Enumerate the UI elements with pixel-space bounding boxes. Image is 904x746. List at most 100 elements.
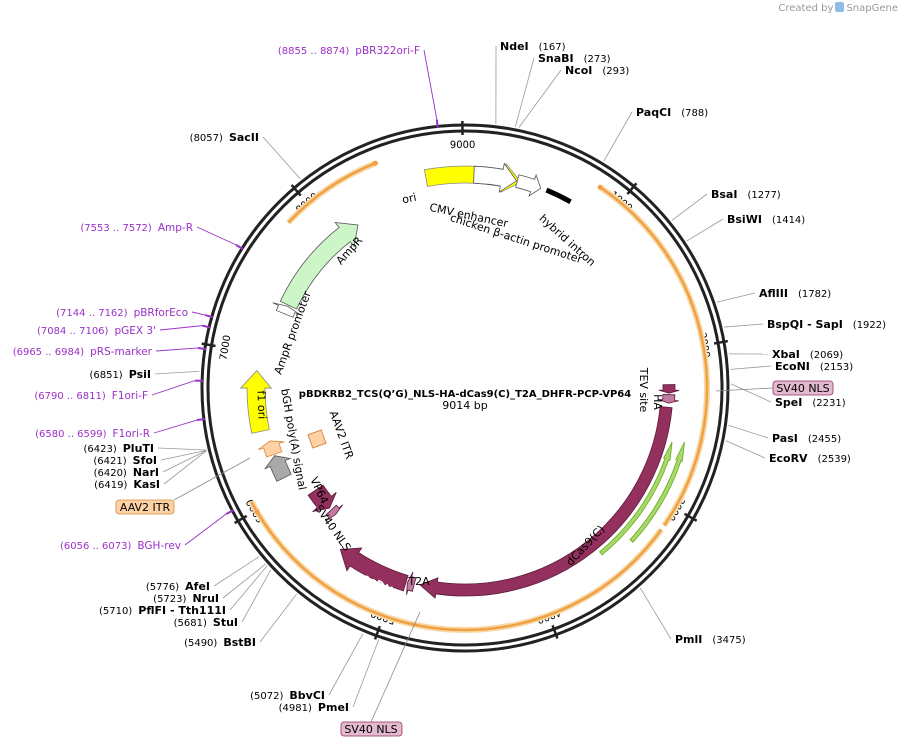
tick-mark [234, 514, 248, 525]
backbone-outer [200, 123, 730, 653]
green-arc-inner [599, 441, 673, 556]
enzyme-label: (5072)BbvCI [250, 689, 325, 702]
primer-site-mark [197, 346, 207, 351]
enzyme-label: (5776)AfeI [146, 580, 210, 593]
enzyme-label: NdeI(167) [500, 40, 566, 53]
primer-site-mark [202, 324, 211, 329]
enzyme-label: (4981)PmeI [279, 701, 349, 714]
primer-leader [155, 347, 199, 352]
enzyme-label: NcoI(293) [565, 64, 629, 77]
enzyme-leader [716, 292, 756, 303]
aav2-itr-leader [173, 457, 251, 501]
chicken-actin-arc [515, 173, 542, 197]
enzyme-leader [352, 639, 380, 708]
annotation-arc-halo [286, 160, 377, 225]
enzyme-leader [262, 136, 301, 180]
enzyme-label: (6851)PsiI [89, 368, 151, 381]
primer-label: (6790 .. 6811)F1ori-F [34, 390, 148, 402]
sv40-bottom-leader [370, 611, 421, 723]
enzyme-label: (6423)PluTI [83, 442, 154, 455]
ampr-promoter-arc [272, 302, 301, 318]
aav2-itr-box [115, 499, 175, 515]
brand-text: SnapGene [846, 3, 898, 14]
annotation-arc-end [372, 160, 378, 166]
aav2-itr-text: AAV2 ITR [120, 501, 171, 514]
primer-leader [423, 49, 438, 120]
enzyme-label: EcoNI(2153) [775, 360, 853, 373]
enzyme-leader [514, 57, 535, 127]
annotation-arc [599, 186, 709, 527]
primer-leader [159, 325, 203, 331]
enzyme-label: BspQI - SapI(1922) [767, 318, 886, 331]
f1-ori-label: f1 ori [255, 390, 269, 419]
enzyme-leader [157, 447, 207, 451]
enzyme-label: EcoRV(2539) [769, 452, 851, 465]
aav2-itr-inner-label: AAV2 ITR [327, 409, 357, 461]
enzyme-leader [213, 556, 260, 587]
enzyme-leader [671, 193, 708, 221]
created-by-text: Created by [778, 3, 834, 14]
enzyme-label: AflIII(1782) [759, 287, 831, 300]
enzyme-label: (8057)SacII [190, 131, 259, 144]
bgh-box [258, 440, 285, 458]
tick-mark [290, 184, 302, 197]
tev-site-box [658, 384, 680, 394]
primer-site-mark [435, 119, 439, 128]
vp64-label: VP64 [307, 475, 331, 506]
annotation-arc-end [597, 184, 603, 190]
enzyme-leader [328, 633, 364, 696]
f1-ori-arc [239, 370, 273, 434]
hybrid-intron-bar [545, 187, 572, 205]
enzyme-leader [686, 218, 724, 242]
primer-label: (7084 .. 7106)pGEX 3' [37, 325, 156, 337]
enzyme-label: (5681)StuI [174, 616, 238, 629]
tick-mark [683, 512, 698, 522]
enzyme-label: (5710)PflFI - Tth111I [99, 604, 226, 617]
enzyme-label: SpeI(2231) [775, 396, 846, 409]
backbone-inner [206, 129, 724, 647]
primer-leader [151, 380, 196, 396]
ha-label: HA [651, 394, 664, 410]
enzyme-label: BsiWI(1414) [727, 213, 805, 226]
enzyme-leader [730, 383, 772, 403]
enzyme-label: (5490)BstBI [184, 636, 256, 649]
aav2-itr-square [307, 429, 327, 449]
enzyme-label: SnaBI(273) [538, 52, 611, 65]
tick-mark [373, 625, 381, 640]
primer-site-mark [204, 314, 214, 319]
ha-box [658, 394, 679, 404]
ampr-arc [279, 222, 359, 310]
snapgene-logo-icon [835, 2, 845, 12]
enzyme-label: (6420)NarI [94, 466, 159, 479]
annotation-arc [287, 162, 376, 224]
ori-label: ori [401, 191, 418, 207]
plasmid-size: 9014 bp [442, 399, 487, 412]
enzyme-leader [639, 587, 672, 640]
ecdhfr-arc [339, 547, 409, 592]
primer-site-mark [196, 418, 205, 422]
enzyme-leader [163, 450, 207, 485]
annotation-arc [256, 512, 663, 632]
enzyme-leader [730, 365, 772, 370]
enzyme-label: BsaI(1277) [711, 188, 781, 201]
vp64-arrow [307, 484, 337, 513]
enzyme-label: PaqCI(788) [636, 106, 708, 119]
enzyme-leader [518, 69, 562, 128]
enzyme-leader [154, 370, 200, 375]
primer-site-mark [235, 244, 244, 250]
t2a-label: T2A [407, 575, 430, 588]
enzyme-label: XbaI(2069) [772, 348, 843, 361]
enzyme-leader [222, 563, 266, 599]
enzyme-label: PasI(2455) [772, 432, 841, 445]
enzyme-leader [728, 424, 769, 439]
enzyme-label: PmlI(3475) [675, 633, 746, 646]
sv40-nls-bottom-text: SV40 NLS [344, 723, 397, 736]
enzyme-leader [160, 449, 207, 461]
cmv-enhancer-arc [473, 162, 518, 193]
tick-mark [626, 182, 638, 195]
tev-site-label: TEV site [637, 367, 650, 413]
enzyme-label: (6419)KasI [94, 478, 160, 491]
primer-leader [196, 226, 237, 246]
plasmid-name: pBDKRB2_TCS(Q’G)_NLS-HA-dCas9(C)_T2A_DHF… [299, 389, 631, 400]
